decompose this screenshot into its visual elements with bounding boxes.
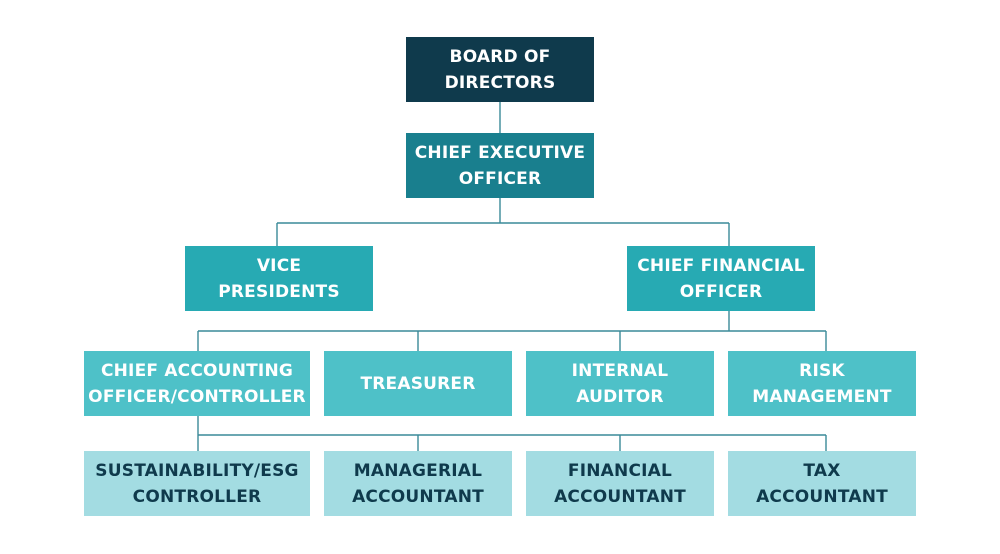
chief-financial-officer-box: CHIEF FINANCIAL OFFICER [627, 246, 815, 311]
managerial-accountant-box: MANAGERIAL ACCOUNTANT [324, 451, 512, 516]
board-of-directors-box: BOARD OF DIRECTORS [406, 37, 594, 102]
internal-auditor-box: INTERNAL AUDITOR [526, 351, 714, 416]
chief-accounting-officer-box: CHIEF ACCOUNTING OFFICER/CONTROLLER [84, 351, 310, 416]
vice-presidents-box: VICE PRESIDENTS [185, 246, 373, 311]
risk-management-box: RISK MANAGEMENT [728, 351, 916, 416]
treasurer-box: TREASURER [324, 351, 512, 416]
chief-executive-officer-box: CHIEF EXECUTIVE OFFICER [406, 133, 594, 198]
sustainability-esg-controller-box: SUSTAINABILITY/ESG CONTROLLER [84, 451, 310, 516]
financial-accountant-box: FINANCIAL ACCOUNTANT [526, 451, 714, 516]
tax-accountant-box: TAX ACCOUNTANT [728, 451, 916, 516]
